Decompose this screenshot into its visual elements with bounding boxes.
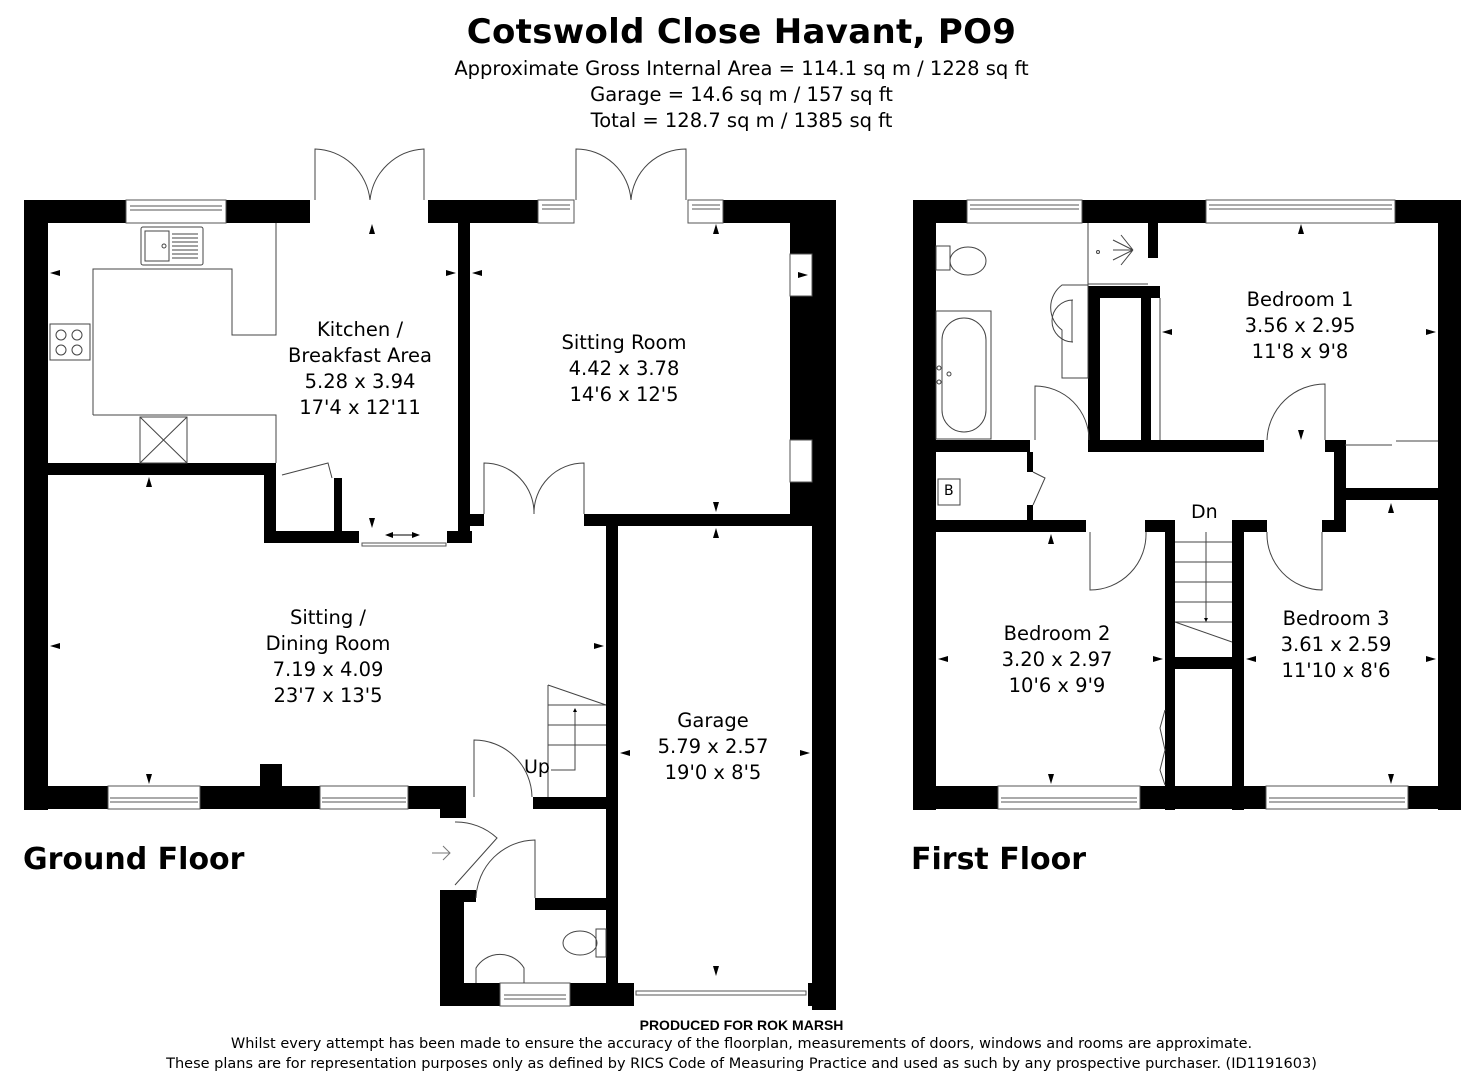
sink-icon (140, 226, 204, 266)
room-label-sitting-room: Sitting Room 4.42 x 3.78 14'6 x 12'5 (561, 331, 687, 406)
ground-floor-windows (107, 199, 813, 1007)
ground-floor-doors (281, 148, 687, 899)
bath-icon (935, 310, 992, 440)
room-label-garage: Garage 5.79 x 2.57 19'0 x 8'5 (657, 709, 769, 784)
first-floor-walls (913, 200, 1461, 810)
ground-floor-label: Ground Floor (23, 842, 245, 877)
toilet-icon (949, 246, 987, 276)
hob-icon (49, 323, 91, 361)
entrance-arrow-icon (432, 845, 451, 861)
toilet-icon (562, 930, 598, 956)
wc-fixtures (475, 928, 607, 983)
ground-floor-measure-arrows (50, 224, 810, 976)
basin-icon (1050, 284, 1089, 379)
property-title: Cotswold Close Havant, PO9 (466, 12, 1017, 52)
garage-area: Garage = 14.6 sq m / 157 sq ft (590, 83, 893, 106)
room-label-kitchen: Kitchen / Breakfast Area 5.28 x 3.94 17'… (288, 318, 432, 419)
first-floor-measure-arrows (938, 224, 1436, 784)
room-label-bedroom-1: Bedroom 1 3.56 x 2.95 11'8 x 9'8 (1244, 288, 1356, 363)
first-floor-windows (966, 199, 1409, 810)
stairs-up-label: Up (524, 756, 550, 778)
room-label-sitting-dining: Sitting / Dining Room 7.19 x 4.09 23'7 x… (265, 606, 391, 707)
shower-icon (1112, 234, 1134, 266)
disclaimer-line-2: These plans are for representation purpo… (166, 1056, 1317, 1072)
appliance-icon (139, 416, 188, 464)
bathroom-fixtures (935, 223, 1438, 786)
ground-floor-walls (24, 200, 836, 1010)
plan-header: Cotswold Close Havant, PO9 Approximate G… (0, 8, 1483, 134)
room-label-bedroom-2: Bedroom 2 3.20 x 2.97 10'6 x 9'9 (1001, 622, 1113, 697)
first-floor-label: First Floor (911, 842, 1087, 877)
room-label-bedroom-3: Bedroom 3 3.61 x 2.59 11'10 x 8'6 (1280, 607, 1392, 682)
stairs-down-label: Dn (1191, 501, 1218, 523)
boiler-label: B (944, 483, 954, 499)
kitchen-fixtures (49, 223, 277, 464)
plan-footer: PRODUCED FOR ROK MARSH Whilst every atte… (0, 1016, 1483, 1074)
total-area: Total = 128.7 sq m / 1385 sq ft (590, 109, 893, 132)
gross-internal-area: Approximate Gross Internal Area = 114.1 … (454, 57, 1029, 80)
produced-for: PRODUCED FOR ROK MARSH (639, 1017, 844, 1033)
first-floor-plan (913, 199, 1461, 810)
ground-floor-plan (24, 148, 836, 1010)
basin-icon (475, 953, 525, 983)
disclaimer-line-1: Whilst every attempt has been made to en… (230, 1036, 1253, 1052)
boiler-icon (937, 478, 961, 506)
